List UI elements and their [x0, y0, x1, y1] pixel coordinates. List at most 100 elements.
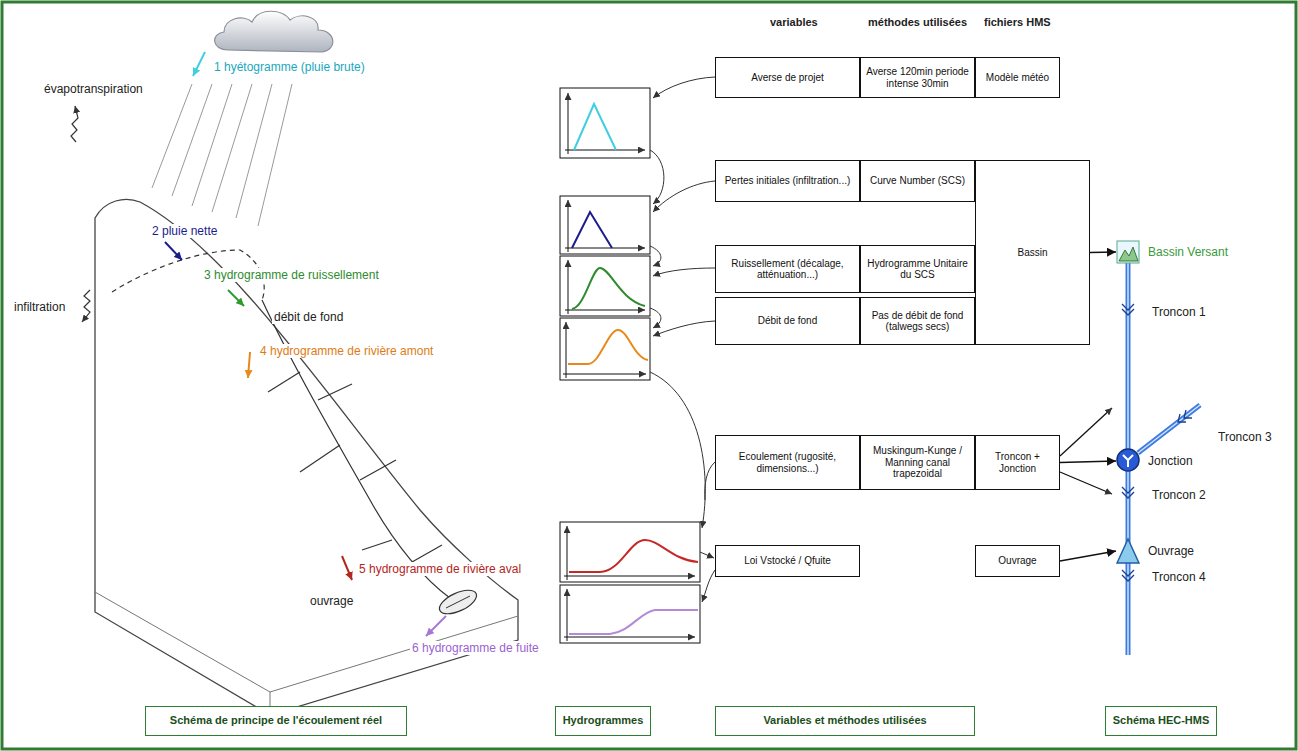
hydrograph [560, 88, 650, 158]
dam-structure [446, 596, 470, 608]
reach-chevrons [1122, 304, 1192, 581]
tributary [268, 372, 300, 392]
cloud [215, 11, 333, 52]
river-reach [1138, 405, 1200, 453]
infiltration-arrow [82, 290, 90, 322]
method-cell: Curve Number (SCS) [860, 160, 975, 202]
reach-pointers [1060, 408, 1112, 494]
node-text: Ouvrage [998, 555, 1036, 567]
junction-icon [1117, 449, 1139, 471]
flow-arrow [653, 268, 715, 276]
reach-pointer [1060, 408, 1112, 456]
junction-icon [1123, 455, 1133, 467]
part-label: ouvrage [308, 594, 355, 608]
hyetograph-curve [574, 104, 616, 150]
step-label: 2 pluie nette [150, 224, 219, 238]
structure-element: Ouvrage [1116, 537, 1196, 565]
node-text: Schéma de principe de l'écoulement réel [170, 714, 382, 727]
node-text: Modèle météo [986, 72, 1049, 84]
section-caption-box: Schéma de principe de l'écoulement réel [145, 706, 407, 736]
tributary [360, 460, 396, 480]
method-cell: Débit de fond [715, 297, 860, 345]
hydrograph-frame [560, 522, 700, 582]
axis [564, 637, 695, 638]
column-header: variables [768, 16, 820, 29]
reach-chevron [1122, 570, 1134, 581]
node-text: Ruissellement (décalage, atténuation...) [720, 258, 855, 281]
flow-arrow [650, 150, 664, 204]
basin-element: Bassin Versant [1116, 238, 1230, 266]
downstream-arrow [342, 556, 352, 580]
tributary [412, 545, 442, 562]
step-label: 1 hyétogramme (pluie brute) [212, 60, 367, 74]
rain-arrow [193, 52, 205, 76]
reach-chevron [1178, 410, 1192, 422]
flow-arrows [650, 77, 715, 602]
reach-chevron [1122, 487, 1134, 498]
connector-arrow [1060, 461, 1116, 463]
axis [568, 200, 569, 252]
method-cell: Modèle météo [975, 57, 1060, 98]
node-text: Pertes initiales (infiltration...) [725, 175, 851, 187]
method-cell: Pertes initiales (infiltration...) [715, 160, 860, 202]
flow-arrow [650, 372, 705, 528]
downstream-curve [569, 540, 698, 572]
net-rain-arrow [165, 242, 182, 260]
element-icon [1116, 447, 1140, 475]
hydrograph [560, 196, 650, 254]
hydrograph-frame [560, 585, 700, 643]
method-cell: Ouvrage [975, 545, 1060, 577]
step-label: 6 hydrogramme de fuite [410, 641, 541, 655]
node-text: Hydrogrammes [563, 714, 644, 727]
outflow-arrow [426, 616, 446, 636]
node-text: Pas de débit de fond (talwegs secs) [865, 310, 970, 333]
hydrograph [560, 256, 650, 316]
column-header: méthodes utilisées [866, 16, 969, 29]
node-text: Curve Number (SCS) [870, 175, 965, 187]
node-text: Hydrogramme Unitaire du SCS [865, 258, 970, 281]
section-caption-box: Hydrogrammes [555, 706, 651, 736]
method-cell: Hydrogramme Unitaire du SCS [860, 245, 975, 293]
reach-label: Troncon 3 [1216, 430, 1274, 444]
node-text: Loi Vstocké / Qfuite [744, 555, 831, 567]
rain-line [212, 84, 252, 212]
river-reach [1138, 405, 1200, 453]
reach-label: Troncon 1 [1150, 305, 1208, 319]
section-caption-box: Variables et méthodes utilisées [715, 706, 975, 736]
tributary [362, 540, 392, 550]
node-text: Schéma HEC-HMS [1113, 714, 1210, 727]
runoff-curve [572, 268, 645, 309]
hillside [95, 199, 518, 715]
method-cell: Muskingum-Kunge / Manning canal trapezoi… [860, 435, 975, 490]
rain-line [152, 84, 192, 188]
upstream-arrow [248, 352, 250, 378]
method-cell: Averse 120min periode intense 30min [860, 57, 975, 98]
step-label: 5 hydrogramme de rivière aval [357, 562, 523, 576]
connector-arrow [1060, 551, 1116, 561]
method-cell: Loi Vstocké / Qfuite [715, 545, 860, 577]
reach-label: Troncon 4 [1150, 570, 1208, 584]
column-header: fichiers HMS [982, 16, 1053, 29]
structure-icon [1117, 539, 1139, 563]
flow-arrow [705, 462, 715, 500]
hydrograph-frame [560, 318, 650, 380]
tributary [300, 445, 340, 472]
axis [565, 310, 645, 311]
axis [563, 374, 646, 375]
rain-line [192, 84, 232, 206]
flow-arrow [650, 246, 661, 266]
reach-pointer [1060, 472, 1112, 494]
node-text: Bassin [1017, 247, 1047, 259]
axis [566, 322, 567, 378]
rain-line [258, 84, 292, 226]
section-caption-box: Schéma HEC-HMS [1105, 706, 1217, 736]
rain-line [172, 84, 212, 196]
tributary [318, 384, 352, 400]
axis [567, 526, 568, 580]
node-text: Muskingum-Kunge / Manning canal trapezoi… [865, 445, 970, 480]
node-text: Jonction [1146, 454, 1195, 468]
reach-label: Troncon 2 [1150, 488, 1208, 502]
axis [568, 260, 569, 314]
outflow-curve [569, 610, 698, 634]
